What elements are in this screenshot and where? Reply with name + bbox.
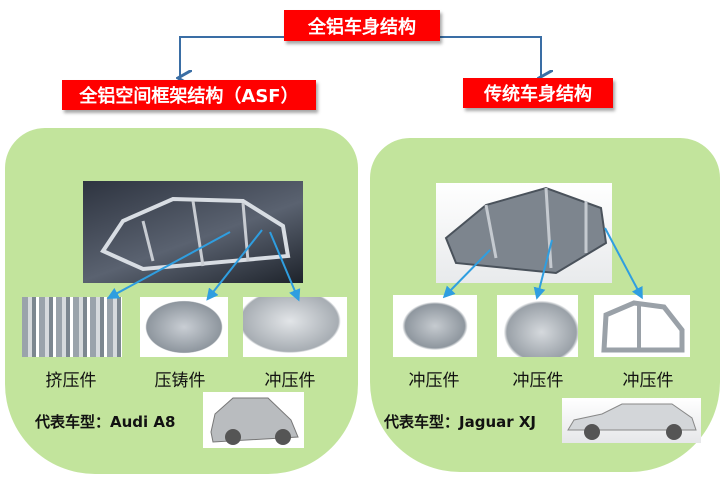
traditional-body-frame-image (436, 183, 612, 283)
part-label: 冲压件 (622, 371, 674, 391)
stamping-part-image-2 (497, 295, 578, 357)
audi-a8-image (203, 392, 304, 448)
root-node: 全铝车身结构 (284, 10, 440, 41)
arrow (442, 249, 491, 299)
model-label-audi: 代表车型：Audi A8 (35, 413, 176, 431)
part-label: 冲压件 (512, 371, 564, 391)
jaguar-xj-image (562, 398, 701, 443)
arrow (106, 231, 231, 299)
part-label: 挤压件 (45, 371, 97, 391)
part-label: 冲压件 (408, 371, 460, 391)
connector-left (180, 36, 284, 78)
stamping-part-image-1 (393, 295, 477, 357)
arrow (604, 227, 643, 300)
arrow (206, 229, 263, 301)
connector-right (440, 36, 541, 78)
part-label: 压铸件 (154, 371, 206, 391)
stamping-part-image (243, 297, 347, 357)
model-label-jaguar: 代表车型：Jaguar XJ (384, 413, 537, 431)
asf-body-frame-image (83, 181, 303, 283)
arrow (269, 231, 301, 302)
traditional-node: 传统车身结构 (463, 78, 613, 108)
side-panel-part-image (594, 295, 690, 357)
part-label: 冲压件 (264, 371, 316, 391)
die-casting-part-image (140, 297, 228, 357)
asf-node: 全铝空间框架结构（ASF） (62, 80, 316, 110)
arrow (533, 239, 553, 300)
extrusion-part-image (22, 297, 122, 357)
